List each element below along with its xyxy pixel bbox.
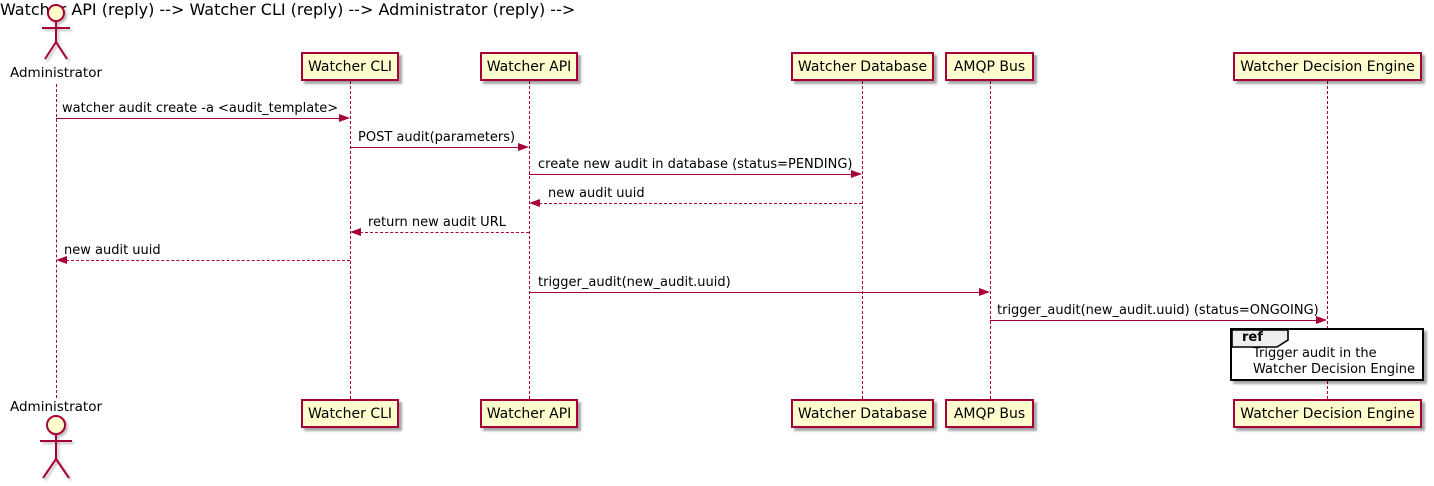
- participant-amqp-bus-top: AMQP Bus: [945, 52, 1034, 81]
- participant-watcher-api-top: Watcher API: [480, 52, 578, 81]
- message-arrow: [66, 260, 350, 261]
- arrowhead-icon: [350, 228, 361, 236]
- arrowhead-icon: [851, 170, 862, 178]
- lifeline-administrator: [56, 84, 57, 398]
- message-label: trigger_audit(new_audit.uuid) (status=ON…: [997, 303, 1319, 318]
- actor-icon: [40, 415, 72, 479]
- message-arrow: [539, 203, 862, 204]
- lifeline-amqp-bus: [990, 81, 991, 399]
- message-label: trigger_audit(new_audit.uuid): [538, 275, 731, 290]
- arrowhead-icon: [339, 114, 350, 122]
- arrowhead-icon: [529, 199, 540, 207]
- ref-body-text: Trigger audit in the Watcher Decision En…: [1253, 346, 1415, 377]
- message-arrow: [990, 320, 1318, 321]
- lifeline-watcher-decision-engine: [1327, 81, 1328, 399]
- actor-label-top: Administrator: [9, 65, 103, 81]
- participant-watcher-database-bottom: Watcher Database: [791, 399, 934, 428]
- message-arrow: [529, 292, 981, 293]
- participant-watcher-decision-engine-bottom: Watcher Decision Engine: [1233, 399, 1422, 428]
- arrowhead-icon: [1316, 316, 1327, 324]
- message-arrow: [529, 174, 853, 175]
- ref-body-line-2: Watcher Decision Engine: [1253, 361, 1415, 377]
- participant-watcher-cli-top: Watcher CLI: [301, 52, 399, 81]
- actor-icon: [42, 4, 70, 60]
- message-label: new audit uuid: [64, 243, 161, 258]
- participant-watcher-database-top: Watcher Database: [791, 52, 934, 81]
- ref-body-line-1: Trigger audit in the: [1253, 346, 1377, 361]
- message-label: watcher audit create -a <audit_template>: [62, 101, 339, 116]
- ref-tab-icon: [1231, 329, 1289, 348]
- arrowhead-icon: [56, 256, 67, 264]
- ref-fragment: ref Trigger audit in the Watcher Decisio…: [1230, 328, 1424, 381]
- participant-watcher-api-bottom: Watcher API: [480, 399, 578, 428]
- participant-watcher-decision-engine-top: Watcher Decision Engine: [1233, 52, 1422, 81]
- lifeline-watcher-database: [862, 81, 863, 399]
- lifeline-watcher-cli: [350, 81, 351, 399]
- message-arrow: [56, 118, 341, 119]
- actor-label-bottom: Administrator: [9, 399, 103, 415]
- message-label: return new audit URL: [368, 215, 506, 230]
- participant-amqp-bus-bottom: AMQP Bus: [945, 399, 1034, 428]
- message-arrow: [350, 147, 520, 148]
- message-label: new audit uuid: [548, 186, 645, 201]
- message-label: create new audit in database (status=PEN…: [538, 157, 853, 172]
- message-label: POST audit(parameters): [358, 130, 516, 145]
- participant-watcher-cli-bottom: Watcher CLI: [301, 399, 399, 428]
- message-arrow: [360, 232, 529, 233]
- ref-keyword: ref: [1242, 330, 1263, 345]
- arrowhead-icon: [518, 143, 529, 151]
- arrowhead-icon: [979, 288, 990, 296]
- lifeline-watcher-api: [529, 81, 530, 399]
